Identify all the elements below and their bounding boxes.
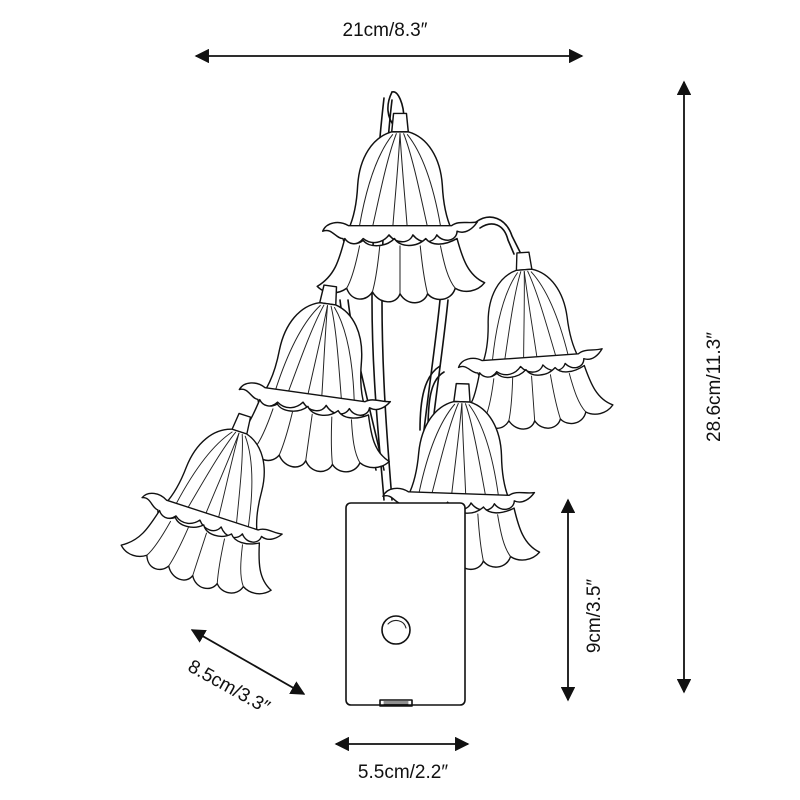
depth-arrow-icon (190, 629, 306, 695)
base-width-label: 5.5cm/2.2″ (358, 762, 448, 783)
overall-width-label: 21cm/8.3″ (343, 20, 428, 41)
base-height-label: 9cm/3.5″ (584, 579, 605, 654)
wall-plate-icon (345, 502, 466, 707)
depth-label: 8.5cm/3.3″ (184, 656, 273, 718)
flower-shade-icon (316, 112, 486, 304)
overall-height-label: 28.6cm/11.3″ (704, 332, 725, 442)
switch-knob-icon (381, 615, 411, 645)
